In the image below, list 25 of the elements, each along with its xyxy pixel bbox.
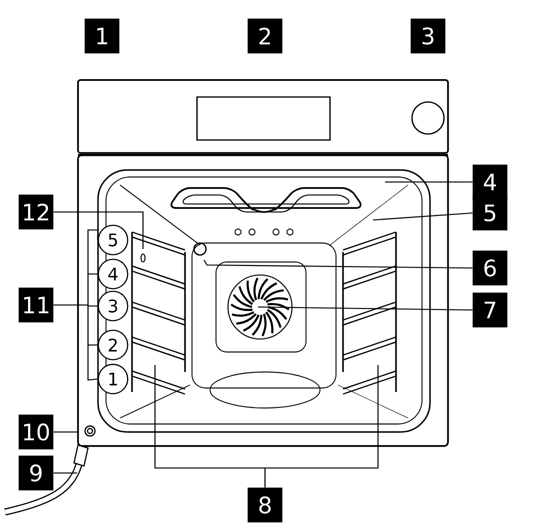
leader-line <box>204 260 472 269</box>
callout-number: 9 <box>18 456 54 490</box>
leader-line <box>258 306 472 311</box>
callout-number: 5 <box>472 196 508 230</box>
callout-number: 6 <box>472 250 508 286</box>
callout-number: 1 <box>84 18 120 54</box>
leader-line <box>54 431 79 433</box>
callout-number: 2 <box>248 18 282 54</box>
callout-number: 11 <box>18 288 54 322</box>
leader-line <box>54 211 144 249</box>
callout-number: 8 <box>248 488 282 522</box>
callout-number: 12 <box>18 194 54 230</box>
callout-number: 3 <box>410 18 446 54</box>
leader-line <box>54 304 98 381</box>
leader-line <box>264 365 379 488</box>
shelf-number: 1 <box>98 364 128 394</box>
leader-line <box>54 472 77 474</box>
shelf-number: 2 <box>98 330 128 360</box>
shelf-number: 4 <box>98 258 128 290</box>
leader-line <box>372 212 472 221</box>
shelf-number: 5 <box>98 224 128 256</box>
callout-number: 7 <box>472 292 508 328</box>
shelf-number: 3 <box>98 290 128 322</box>
leader-line <box>385 181 472 183</box>
callout-number: 10 <box>18 414 54 450</box>
